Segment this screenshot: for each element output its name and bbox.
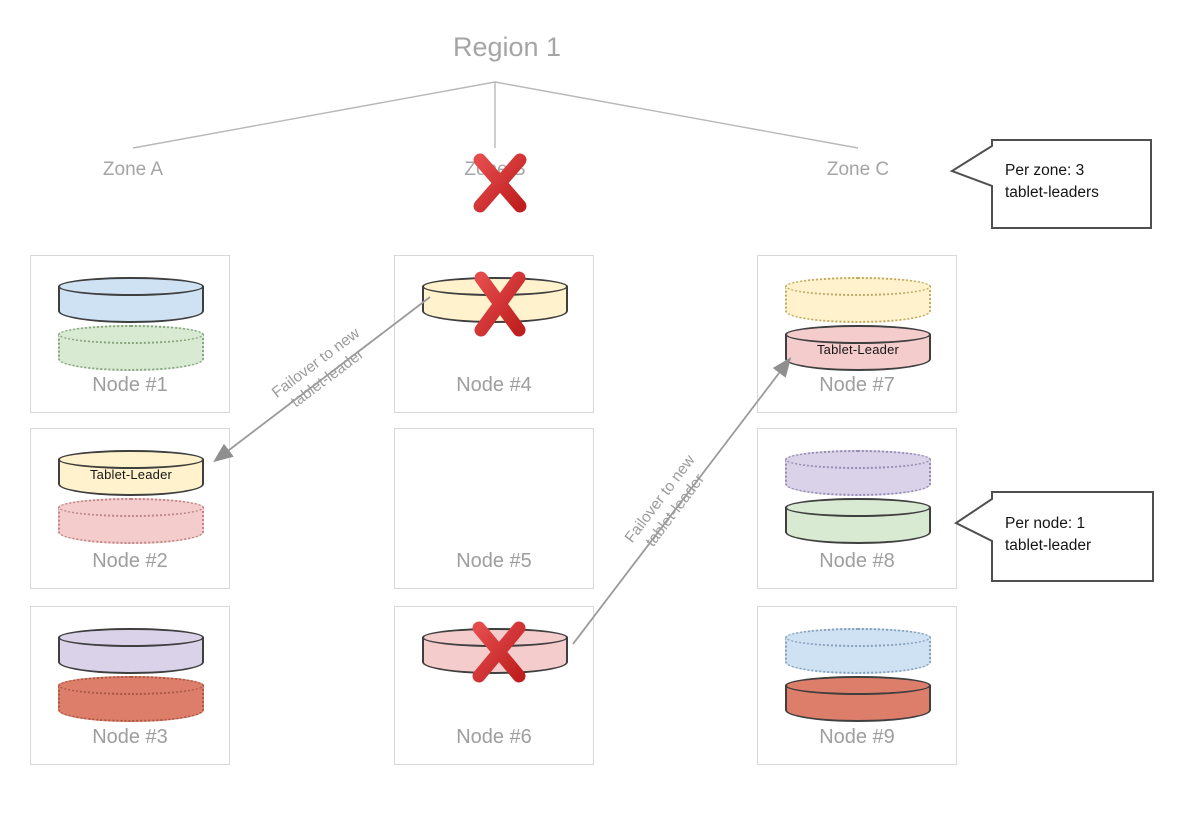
tablet-cylinder (58, 277, 204, 323)
cylinder-cap (422, 628, 568, 647)
tablet-leader-label: Tablet-Leader (89, 467, 173, 482)
node-box-8: Node #8 (757, 428, 957, 589)
callout-line1: Per node: 1 (1005, 515, 1086, 532)
tablet-cylinder-dotted (58, 676, 204, 722)
tablet-cylinder-dotted (58, 498, 204, 544)
tablet-leader-cylinder: Tablet-Leader (58, 450, 204, 496)
tablet-cylinder-dotted (58, 325, 204, 371)
callout-per-zone-text: Per zone: 3 tablet-leaders (1005, 160, 1145, 203)
node-box-2: Tablet-Leader Node #2 (30, 428, 230, 589)
node-label: Node #3 (92, 726, 168, 748)
tablet-cylinder (785, 676, 931, 722)
tablet-cylinder-dotted (785, 450, 931, 496)
node-label: Node #5 (456, 550, 532, 572)
cylinder-cap (785, 676, 931, 695)
tablet-leader-cylinder: Tablet-Leader (785, 325, 931, 371)
tablet-cylinder (58, 628, 204, 674)
node-label: Node #2 (92, 550, 168, 572)
node-label: Node #9 (819, 726, 895, 748)
cylinder-cap (785, 628, 931, 647)
node-label: Node #1 (92, 374, 168, 396)
tablet-cylinder (785, 498, 931, 544)
callout-line2: tablet-leaders (1005, 183, 1099, 201)
tablet-leader-label: Tablet-Leader (816, 342, 900, 357)
cylinder-cap (58, 277, 204, 296)
cylinder-cap (785, 277, 931, 296)
zone-b-label: Zone B (464, 159, 526, 180)
node-box-6: Node #6 (394, 606, 594, 765)
callout-line1: Per zone: 3 (1005, 162, 1085, 179)
node-box-5: Node #5 (394, 428, 594, 589)
failover-arrow-label-1: Failover to new tablet-leader (268, 324, 375, 418)
tablet-cylinder-dotted (785, 277, 931, 323)
cylinder-cap (58, 628, 204, 647)
cylinder-cap (58, 498, 204, 517)
region-title: Region 1 (452, 32, 562, 62)
node-label: Node #8 (819, 550, 895, 572)
cylinder-cap (422, 277, 568, 296)
node-label: Node #6 (456, 726, 532, 748)
node-box-7: Tablet-Leader Node #7 (757, 255, 957, 413)
callout-per-node-text: Per node: 1 tablet-leader (1005, 513, 1145, 556)
node-box-4: Node #4 (394, 255, 594, 413)
tablet-cylinder-dotted (785, 628, 931, 674)
node-box-1: Node #1 (30, 255, 230, 413)
cylinder-cap (785, 498, 931, 517)
failed-tablet-cylinder (422, 277, 568, 323)
failover-arrow-label-2: Failover to new tablet-leader (621, 451, 715, 558)
zone-a-label: Zone A (102, 159, 164, 180)
cylinder-cap (785, 325, 931, 344)
cylinder-cap (58, 676, 204, 695)
node-box-9: Node #9 (757, 606, 957, 765)
zone-c-label: Zone C (826, 159, 890, 180)
callout-line2: tablet-leader (1005, 536, 1092, 554)
region-zone-tree-lines (132, 81, 859, 149)
failed-tablet-cylinder (422, 628, 568, 674)
cylinder-cap (58, 450, 204, 469)
node-label: Node #4 (456, 374, 532, 396)
cylinder-cap (58, 325, 204, 344)
cylinder-cap (785, 450, 931, 469)
node-label: Node #7 (819, 374, 895, 396)
node-box-3: Node #3 (30, 606, 230, 765)
